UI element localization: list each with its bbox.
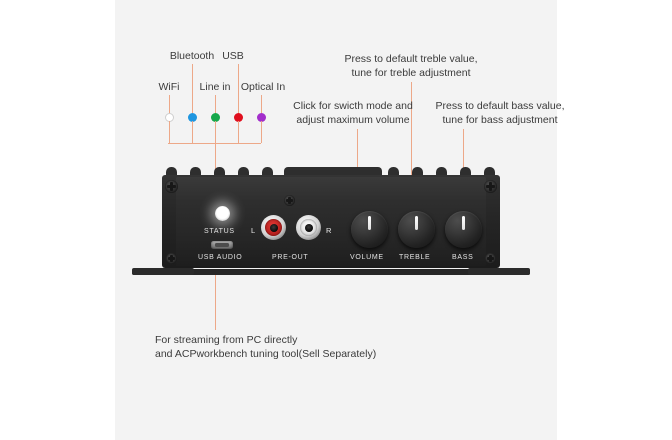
legend-label-wifi: WiFi: [158, 81, 180, 93]
leader-optical-top: [260, 95, 262, 117]
leader-usb-top: [237, 64, 239, 117]
screw-preout-icon: [284, 195, 295, 206]
micro-usb-port[interactable]: [211, 241, 233, 249]
leader-wifi-top: [168, 95, 170, 117]
callout-volume: Click for swicth mode and adjust maximum…: [277, 100, 429, 127]
knob-volume[interactable]: [351, 211, 388, 248]
chassis: STATUS USB AUDIO L R PRE-OUT VOLUME TREB: [162, 175, 500, 268]
channel-right-label: R: [326, 226, 332, 235]
leader-bluetooth-bottom: [191, 121, 193, 143]
callout-volume-line2: adjust maximum volume: [296, 113, 410, 126]
callout-usb-audio: For streaming from PC directly and ACPwo…: [155, 334, 385, 361]
leader-treble: [410, 82, 412, 213]
screw-top-right-icon: [484, 180, 497, 193]
amplifier-device: STATUS USB AUDIO L R PRE-OUT VOLUME TREB: [132, 167, 530, 275]
callout-bass-line2: tune for bass adjustment: [442, 113, 558, 126]
leader-bluetooth-top: [191, 64, 193, 117]
led-dot-linein: [210, 112, 220, 122]
callout-bass-line1: Press to default bass value,: [435, 100, 565, 112]
legend-label-optical: Optical In: [240, 81, 286, 93]
led-dot-optical: [256, 112, 266, 122]
channel-left-label: L: [251, 226, 256, 235]
mounting-flange-right: [468, 268, 530, 275]
rca-jack-right[interactable]: [296, 215, 321, 240]
leader-usb-bottom: [237, 121, 239, 143]
leader-wifi-bottom: [168, 121, 170, 143]
preout-label: PRE-OUT: [272, 254, 309, 261]
leader-optical-bottom: [260, 121, 262, 143]
callout-usb-audio-line2: and ACPworkbench tuning tool(Sell Separa…: [155, 347, 377, 360]
legend-label-bluetooth: Bluetooth: [169, 50, 215, 62]
knob-bass-label: BASS: [452, 254, 474, 261]
knob-treble-label: TREBLE: [399, 254, 431, 261]
legend-label-linein: Line in: [199, 81, 231, 93]
led-dot-usb: [233, 112, 243, 122]
knob-treble-indicator: [414, 216, 419, 230]
screw-top-left-icon: [165, 180, 178, 193]
knob-volume-label: VOLUME: [350, 254, 384, 261]
knob-treble[interactable]: [398, 211, 435, 248]
screw-bottom-left-icon: [166, 253, 177, 264]
knob-bass[interactable]: [445, 211, 482, 248]
callout-usb-audio-line1: For streaming from PC directly: [155, 334, 298, 346]
knob-volume-indicator: [367, 216, 372, 230]
leader-usb-audio: [214, 275, 216, 330]
callout-treble-line2: tune for treble adjustment: [351, 66, 471, 79]
mounting-flange-left: [132, 268, 194, 275]
leader-linein-bottom: [214, 121, 216, 143]
usb-audio-label: USB AUDIO: [198, 254, 243, 261]
status-label: STATUS: [204, 228, 235, 235]
callout-treble: Press to default treble value, tune for …: [316, 53, 506, 80]
knob-bass-indicator: [461, 216, 466, 230]
rca-jack-left[interactable]: [261, 215, 286, 240]
callout-volume-line1: Click for swicth mode and: [293, 100, 413, 112]
heatsink-fins: [166, 167, 496, 178]
leader-linein-top: [214, 95, 216, 117]
legend-label-usb: USB: [222, 50, 244, 62]
callout-bass: Press to default bass value, tune for ba…: [412, 100, 588, 127]
screw-bottom-right-icon: [485, 253, 496, 264]
mounting-flange-bar: [132, 269, 530, 275]
status-led: [215, 206, 230, 221]
callout-treble-line1: Press to default treble value,: [344, 53, 478, 65]
led-dot-bluetooth: [187, 112, 197, 122]
faceplate: [176, 177, 486, 266]
